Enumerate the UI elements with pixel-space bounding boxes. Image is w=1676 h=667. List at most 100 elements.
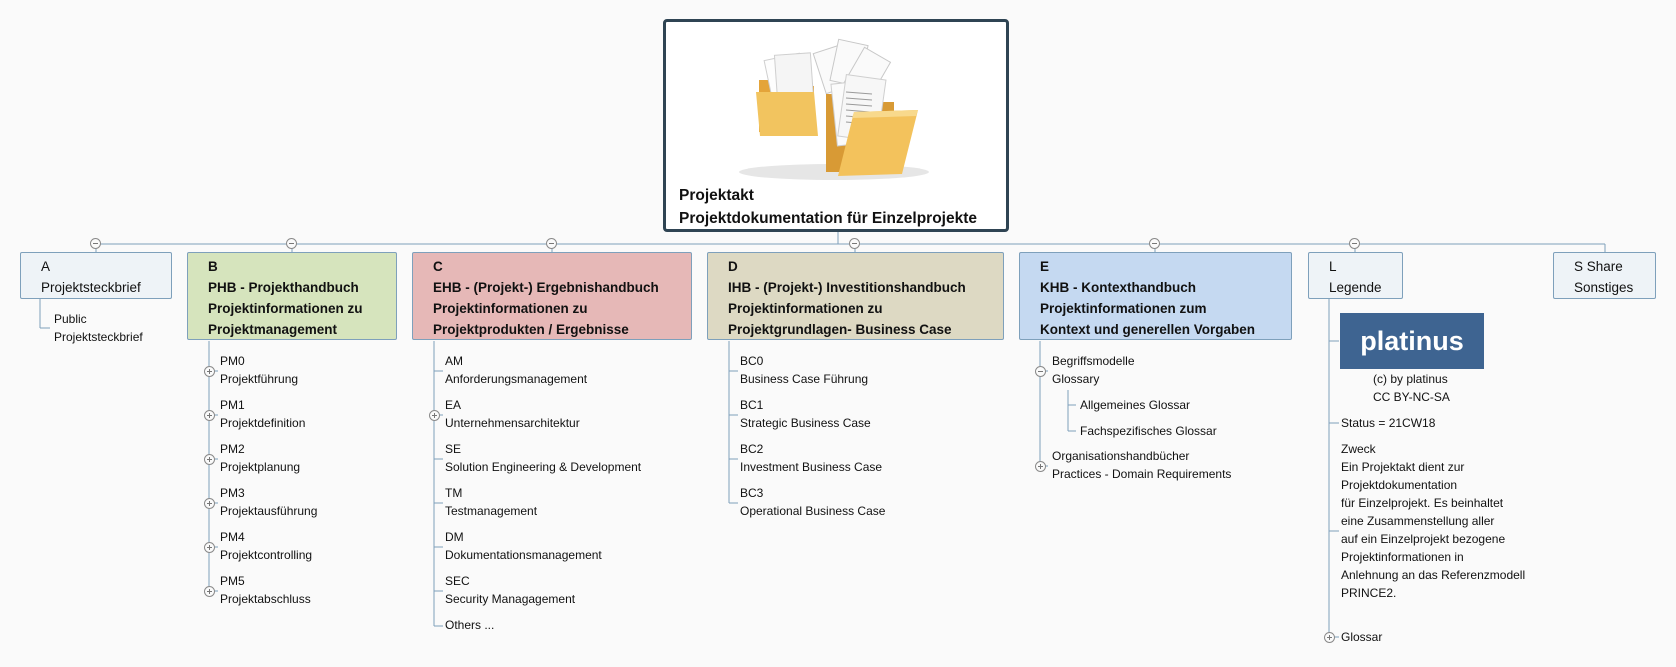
l-status[interactable]: Status = 21CW18: [1341, 416, 1436, 430]
c-item-label: Unternehmensarchitektur: [445, 416, 580, 430]
root-topic[interactable]: Projektakt Projektdokumentation für Einz…: [663, 19, 1009, 232]
topic-s-subtitle: Sonstiges: [1574, 280, 1634, 295]
topic-c-title: EHB - (Projekt-) Ergebnishandbuch: [433, 280, 659, 295]
expand-toggle-organisationshandbuecher[interactable]: [1035, 461, 1046, 472]
c-item-code: Others ...: [445, 618, 495, 632]
expand-toggle-pm1[interactable]: [204, 410, 215, 421]
topic-l[interactable]: L Legende: [1308, 252, 1403, 299]
e-subitem-fachspezifisches-glossar[interactable]: Fachspezifisches Glossar: [1080, 422, 1217, 440]
topic-e[interactable]: E KHB - Kontexthandbuch Projektinformati…: [1019, 252, 1292, 340]
c-item-ea[interactable]: EA Unternehmensarchitektur: [445, 396, 580, 432]
d-item-label: Strategic Business Case: [740, 416, 871, 430]
l-purpose[interactable]: Zweck Ein Projektakt dient zur Projektdo…: [1341, 440, 1525, 602]
topic-a[interactable]: A Projektsteckbrief: [20, 252, 172, 299]
c-item-code: AM: [445, 354, 463, 368]
b-item-label: Projektausführung: [220, 504, 318, 518]
collapse-toggle-b[interactable]: [286, 238, 297, 249]
c-item-dm[interactable]: DM Dokumentationsmanagement: [445, 528, 602, 564]
a-item-label: Projektsteckbrief: [54, 330, 143, 344]
collapse-toggle-e[interactable]: [1149, 238, 1160, 249]
topic-e-sub1: Projektinformationen zum: [1040, 301, 1207, 316]
topic-e-code: E: [1040, 259, 1050, 274]
e-subitem-allgemeines-glossar[interactable]: Allgemeines Glossar: [1080, 396, 1190, 414]
d-item-code: BC2: [740, 442, 764, 456]
collapse-toggle-d[interactable]: [849, 238, 860, 249]
b-item-label: Projektplanung: [220, 460, 301, 474]
collapse-toggle-l[interactable]: [1349, 238, 1360, 249]
platinus-logo: platinus: [1340, 313, 1484, 369]
l-purpose-line: Projektinformationen in: [1341, 550, 1464, 564]
expand-toggle-glossar[interactable]: [1324, 632, 1335, 643]
l-purpose-line: auf ein Einzelprojekt bezogene: [1341, 532, 1506, 546]
b-item-code: PM4: [220, 530, 245, 544]
expand-toggle-pm0[interactable]: [204, 366, 215, 377]
topic-b-sub1: Projektinformationen zu: [208, 301, 363, 316]
e-subitem-label: Allgemeines Glossar: [1080, 398, 1191, 412]
c-item-code: DM: [445, 530, 464, 544]
collapse-toggle-begriffsmodelle[interactable]: [1035, 366, 1046, 377]
collapse-toggle-c[interactable]: [546, 238, 557, 249]
root-title-line1: Projektakt: [679, 187, 754, 204]
a-item-public[interactable]: Public Projektsteckbrief: [54, 310, 143, 346]
topic-d-title: IHB - (Projekt-) Investitionshandbuch: [728, 280, 966, 295]
c-item-am[interactable]: AM Anforderungsmanagement: [445, 352, 587, 388]
expand-toggle-ea[interactable]: [429, 410, 440, 421]
topic-s[interactable]: S Share Sonstiges: [1553, 252, 1656, 299]
expand-toggle-pm3[interactable]: [204, 498, 215, 509]
topic-b[interactable]: B PHB - Projekthandbuch Projektinformati…: [187, 252, 397, 340]
c-item-label: Dokumentationsmanagement: [445, 548, 602, 562]
expand-toggle-pm5[interactable]: [204, 586, 215, 597]
topic-d-sub1: Projektinformationen zu: [728, 301, 883, 316]
collapse-toggle-a[interactable]: [90, 238, 101, 249]
l-purpose-line: PRINCE2.: [1341, 586, 1397, 600]
topic-c-code: C: [433, 259, 443, 274]
topic-s-title: S Share: [1574, 259, 1623, 274]
topic-b-title: PHB - Projekthandbuch: [208, 280, 359, 295]
d-item-code: BC1: [740, 398, 764, 412]
e-subitem-label: Fachspezifisches Glossar: [1080, 424, 1217, 438]
c-item-code: SE: [445, 442, 462, 456]
e-item-label: Glossary: [1052, 372, 1100, 386]
b-item-code: PM1: [220, 398, 245, 412]
folders-with-documents-image: [739, 38, 929, 180]
b-item-label: Projektführung: [220, 372, 299, 386]
c-item-tm[interactable]: TM Testmanagement: [445, 484, 537, 520]
c-item-code: SEC: [445, 574, 470, 588]
topic-l-code: L: [1329, 259, 1337, 274]
l-purpose-line: für Einzelprojekt. Es beinhaltet: [1341, 496, 1504, 510]
topic-a-code: A: [41, 259, 51, 274]
expand-toggle-pm4[interactable]: [204, 542, 215, 553]
d-item-code: BC0: [740, 354, 764, 368]
c-item-code: EA: [445, 398, 462, 412]
l-glossar[interactable]: Glossar: [1341, 630, 1383, 644]
l-copyright-line1: (c) by platinus: [1373, 372, 1448, 386]
topic-b-sub2: Projektmanagement: [208, 322, 338, 337]
b-item-label: Projektdefinition: [220, 416, 306, 430]
expand-toggle-pm2[interactable]: [204, 454, 215, 465]
d-item-label: Business Case Führung: [740, 372, 869, 386]
e-item-code: Begriffsmodelle: [1052, 354, 1135, 368]
c-item-label: Testmanagement: [445, 504, 538, 518]
c-item-code: TM: [445, 486, 463, 500]
c-item-others[interactable]: Others ...: [445, 616, 494, 634]
root-title-line2: Projektdokumentation für Einzelprojekte: [679, 210, 977, 227]
c-item-label: Anforderungsmanagement: [445, 372, 588, 386]
topic-c[interactable]: C EHB - (Projekt-) Ergebnishandbuch Proj…: [412, 252, 692, 340]
e-item-code: Organisationshandbücher: [1052, 449, 1190, 463]
topic-e-sub2: Kontext und generellen Vorgaben: [1040, 322, 1256, 337]
topic-d[interactable]: D IHB - (Projekt-) Investitionshandbuch …: [707, 252, 1004, 340]
